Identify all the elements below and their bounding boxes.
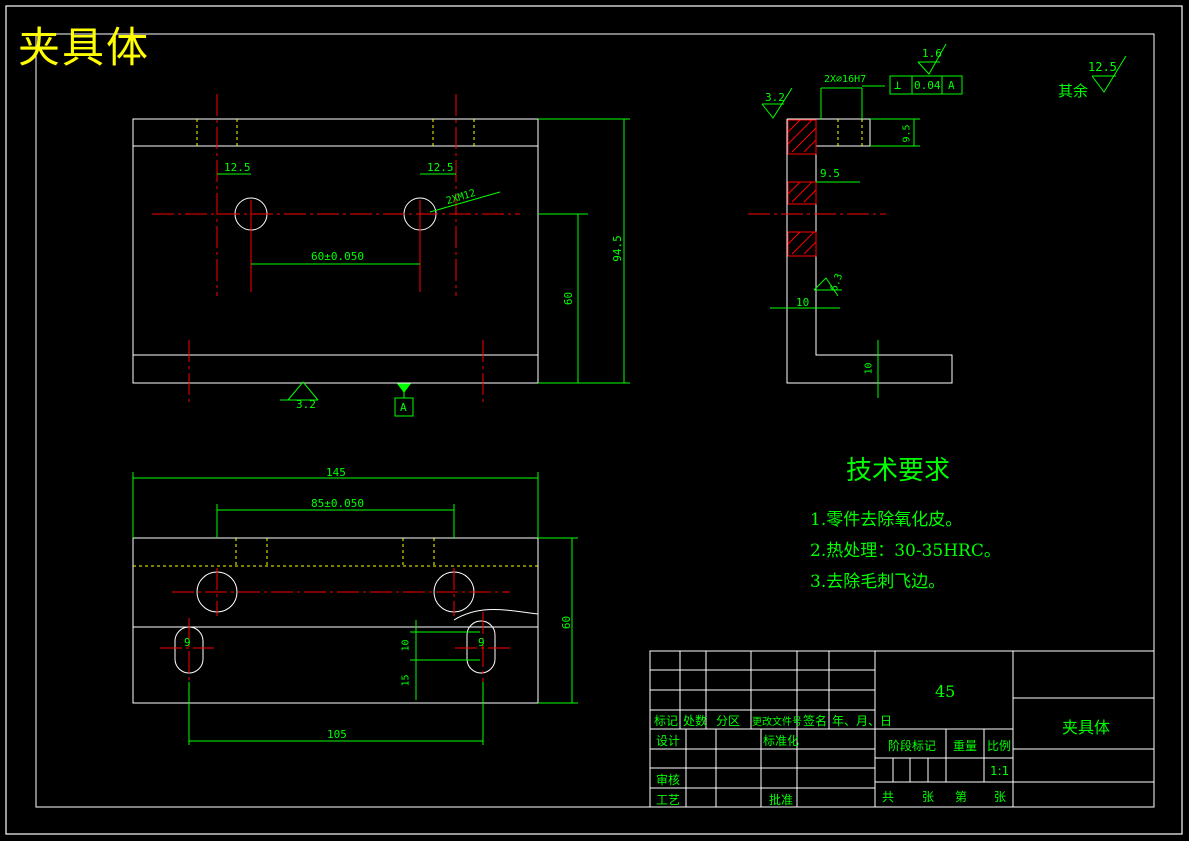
side-view-hatch [787,119,817,257]
roughness-remaining-label: 其余 [1058,82,1089,100]
tb-scale-value: 1:1 [990,764,1010,778]
tech-req-heading: 技术要求 [846,456,951,486]
tb-header-3: 分区 [716,714,741,728]
tech-req-item-3: 3.去除毛刺飞边。 [810,572,946,592]
tb-header-4: 更改文件号 [752,717,802,728]
top-view [132,537,539,704]
roughness-front-bottom: 3.2 [296,398,316,411]
front-view-centerlines [152,94,520,404]
dim-side-10a: 10 [796,296,810,309]
dim-top-depth: 60 [560,615,574,630]
dim-hole-spacing: 60±0.050 [311,250,364,263]
tb-design: 设计 [656,734,681,748]
tb-sheet-zhang2: 张 [994,790,1007,804]
roughness-remaining-value: 12.5 [1088,60,1117,74]
roughness-side-top: 3.2 [765,91,785,104]
tol-symbol: ⊥ [894,78,902,92]
dim-slot-right: 9 [478,636,485,649]
top-view-dims [132,472,578,745]
tb-header-6: 年、月、日 [832,714,893,728]
dim-top-spacing: 85±0.050 [311,497,364,510]
title-block [649,650,1155,808]
dim-hole-left: 12.5 [224,161,251,174]
roughness-side-top2: 1.6 [922,47,942,60]
dim-side-9-5b: 9.5 [820,167,840,180]
drawing-title: 夹具体 [18,23,151,72]
side-view-hidden [837,119,863,146]
tb-process: 工艺 [656,793,681,807]
front-view-dims [217,118,630,417]
material: 45 [935,682,956,701]
tb-review: 审核 [656,773,681,787]
tol-datum: A [948,79,955,92]
dim-top-width: 145 [326,466,346,479]
tb-stage-mark: 阶段标记 [888,739,937,753]
front-view-centerlines-b [250,200,421,292]
tech-req-item-1: 1.零件去除氧化皮。 [810,510,963,530]
dim-height-60: 60 [562,291,576,306]
tb-standard: 标准化 [763,734,800,748]
tb-header-1: 标记 [654,714,679,728]
dim-side-10b: 10 [863,362,875,375]
drawing-frame [5,5,1183,835]
tb-header-5: 签名 [803,714,828,728]
part-name: 夹具体 [1062,718,1111,737]
datum-label: A [400,401,407,414]
tech-req-item-2: 2.热处理：30-35HRC。 [810,541,1001,561]
dim-hole-right: 12.5 [427,161,454,174]
dim-top-base: 105 [327,728,347,741]
dim-side-9-5a: 9.5 [901,124,913,143]
dim-slot-left: 9 [184,636,191,649]
dim-top-15: 15 [400,674,412,687]
tb-weight: 重量 [953,739,978,753]
front-view-hidden [196,119,475,146]
tb-header-2: 处数 [683,714,708,728]
side-view-dims [761,43,1127,398]
side-view [786,118,953,384]
tol-value: 0.04 [914,79,941,92]
tb-sheet-zhang1: 张 [922,790,935,804]
top-view-hidden [133,538,538,567]
tb-sheet-no: 第 [955,790,968,804]
tb-sheet-total: 共 [882,790,895,804]
dim-height-total: 94.5 [610,235,624,262]
top-view-centerlines [160,568,510,682]
tb-scale-label: 比例 [987,739,1012,753]
tb-approve: 批准 [769,793,794,807]
dim-top-10: 10 [400,639,412,652]
dim-bore: 2X∅16H7 [824,74,867,85]
